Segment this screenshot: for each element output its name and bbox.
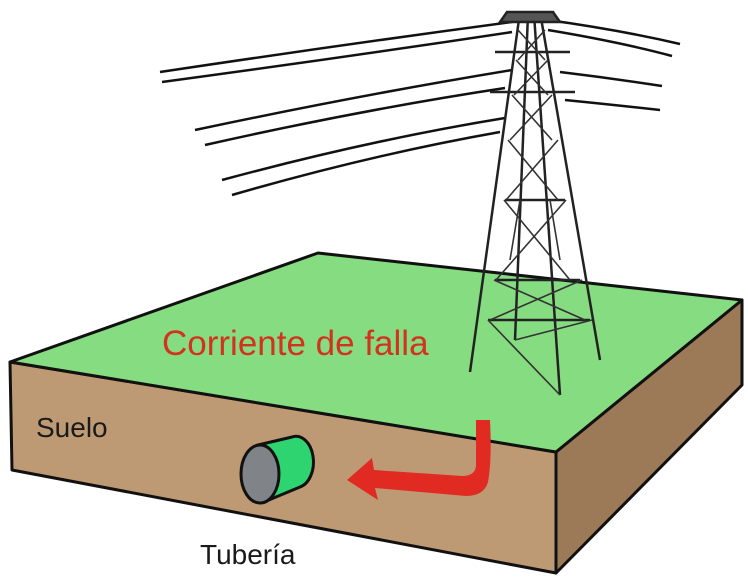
current-arrow-icon bbox=[347, 420, 491, 500]
power-lines-icon bbox=[159, 18, 681, 197]
soil-label: Suelo bbox=[36, 412, 108, 443]
pipe-label: Tubería bbox=[200, 539, 296, 570]
ground-surface bbox=[8, 251, 744, 454]
transmission-tower-icon bbox=[468, 10, 602, 396]
fault-current-label: Corriente de falla bbox=[162, 324, 429, 363]
pipe-cylinder-icon bbox=[239, 434, 315, 505]
